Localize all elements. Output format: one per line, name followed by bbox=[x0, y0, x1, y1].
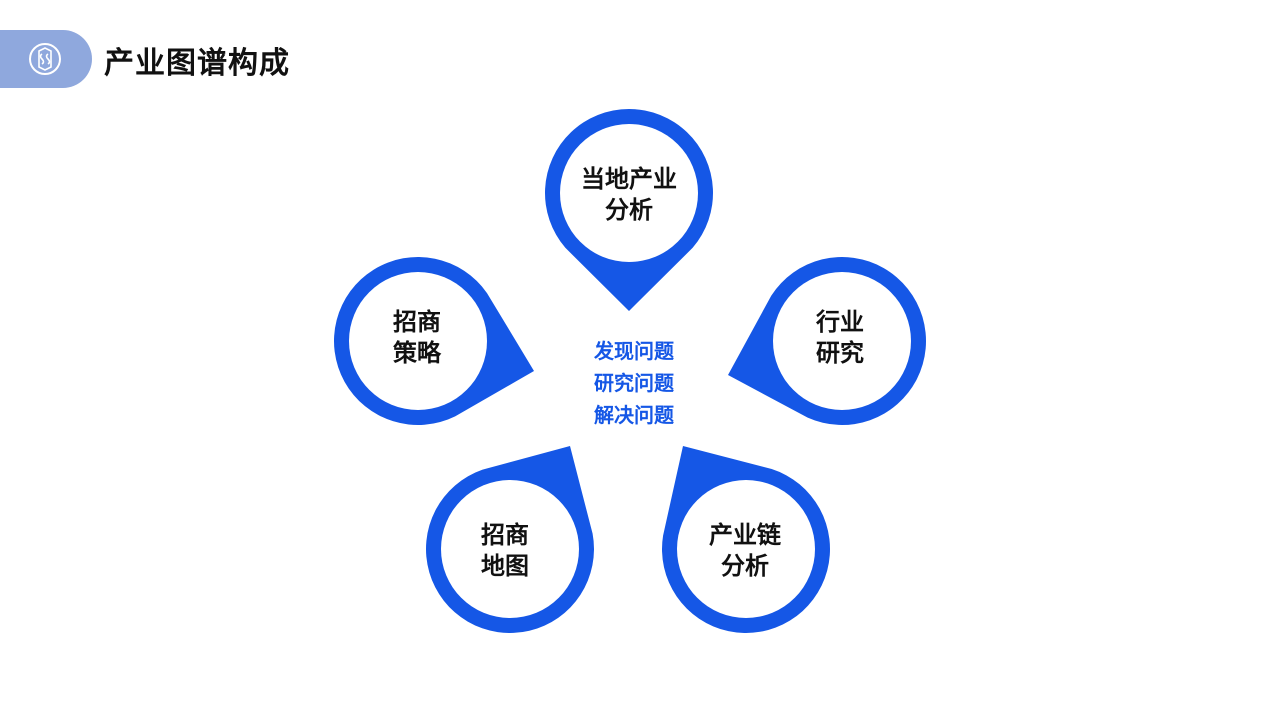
pin-4-line-1: 招商 bbox=[481, 521, 529, 549]
pin-label-5: 招商 策略 bbox=[393, 308, 442, 367]
pin-3-line-2: 分析 bbox=[721, 552, 769, 580]
center-line-2: 研究问题 bbox=[594, 371, 675, 395]
pin-5-line-2: 策略 bbox=[393, 339, 442, 367]
header-tab bbox=[0, 30, 92, 88]
center-line-1: 发现问题 bbox=[593, 339, 675, 363]
pin-label-1: 当地产业 分析 bbox=[581, 165, 677, 224]
pin-2-line-1: 行业 bbox=[815, 308, 864, 336]
pin-1-line-2: 分析 bbox=[605, 196, 653, 224]
monogram-logo-icon bbox=[29, 43, 61, 75]
pin-1-line-1: 当地产业 bbox=[581, 165, 677, 193]
center-text: 发现问题 研究问题 解决问题 bbox=[593, 339, 675, 427]
pin-4 bbox=[426, 446, 594, 633]
pin-2-line-2: 研究 bbox=[816, 339, 864, 367]
pin-3 bbox=[662, 446, 830, 633]
pin-2 bbox=[728, 257, 926, 426]
center-line-3: 解决问题 bbox=[594, 403, 675, 427]
pin-4-line-2: 地图 bbox=[481, 552, 529, 580]
pin-label-3: 产业链 分析 bbox=[709, 521, 782, 580]
pin-2-inner bbox=[773, 272, 911, 410]
pin-3-line-1: 产业链 bbox=[709, 521, 782, 549]
page-title: 产业图谱构成 bbox=[104, 46, 290, 81]
pin-label-4: 招商 地图 bbox=[481, 521, 529, 580]
pin-3-inner bbox=[677, 480, 815, 618]
pin-5 bbox=[334, 257, 534, 426]
pin-4-inner bbox=[441, 480, 579, 618]
pins-layer bbox=[334, 108, 926, 633]
pin-1-inner bbox=[560, 124, 698, 262]
pin-label-2: 行业 研究 bbox=[815, 308, 864, 367]
pin-5-line-1: 招商 bbox=[393, 308, 441, 336]
pin-5-inner bbox=[349, 272, 487, 410]
pin-1 bbox=[545, 108, 713, 312]
